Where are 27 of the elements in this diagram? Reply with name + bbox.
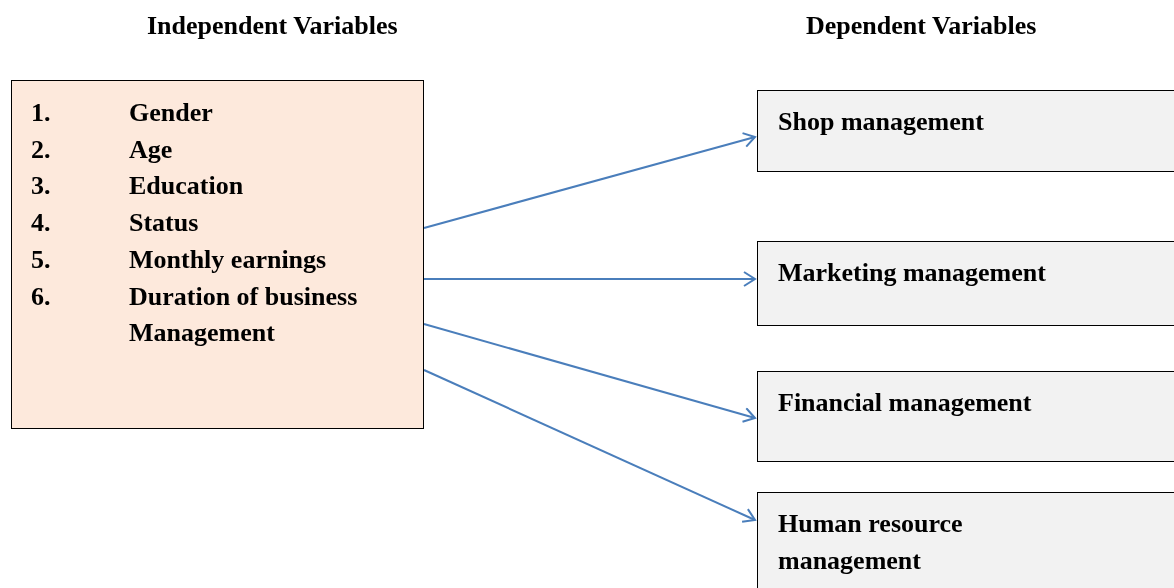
arrow <box>423 271 756 287</box>
list-number: 4. <box>31 207 52 240</box>
arrow <box>423 132 756 229</box>
variable-list-box <box>11 80 424 429</box>
arrow <box>423 369 756 523</box>
variable-box <box>757 241 1174 326</box>
list-item: Gender <box>129 97 214 129</box>
variable-name: Marketing management <box>778 257 1047 289</box>
list-number: 6. <box>31 280 52 313</box>
arrow <box>423 323 756 423</box>
list-item: Monthly earnings <box>129 243 328 276</box>
list-number: 5. <box>31 243 52 276</box>
list-number: 3. <box>31 170 52 203</box>
list-number: 2. <box>31 133 52 166</box>
list-item: Age <box>129 133 174 166</box>
variable-name: Shop management <box>778 106 985 138</box>
list-item: Status <box>129 207 200 240</box>
variable-box <box>757 90 1174 172</box>
variable-name: Human resource management <box>778 508 964 577</box>
column-heading: Dependent Variables <box>806 11 1037 41</box>
column-heading: Independent Variables <box>147 11 398 41</box>
variable-name: Financial management <box>778 387 1033 419</box>
list-number: 1. <box>31 97 52 129</box>
variable-box <box>757 492 1174 588</box>
list-item: Education <box>129 170 245 203</box>
variable-box <box>757 371 1174 462</box>
list-item: Duration of business Management <box>129 280 359 350</box>
